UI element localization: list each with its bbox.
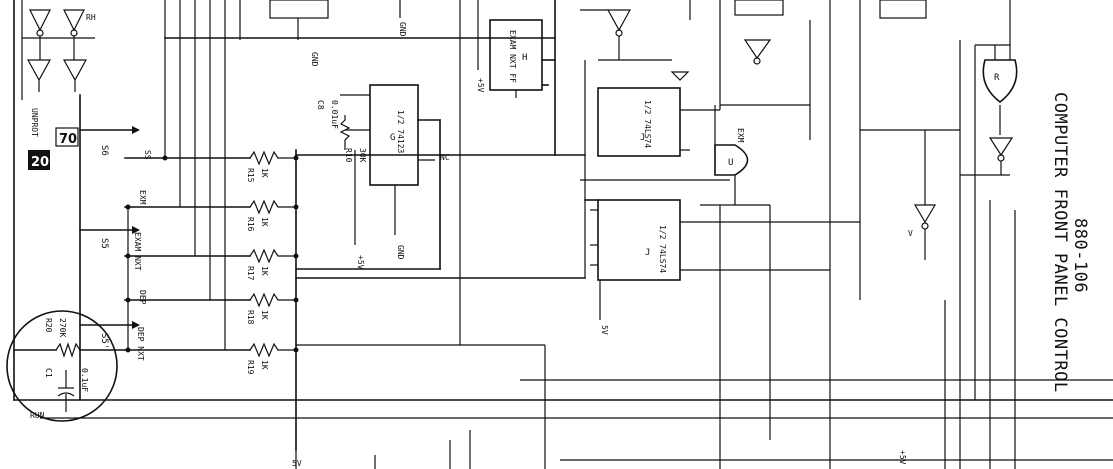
plus5v-right: +5V: [898, 450, 907, 465]
ff-upper: J 1/2 74LS74: [584, 0, 721, 278]
gnd-top2: GND: [398, 22, 407, 37]
one-shot-g: G 1/2 74123 +5V GND NC 0.01uF C8 30K R10: [316, 84, 450, 270]
part-number: 880-106: [1070, 218, 1090, 293]
exam-nxt-ff: EXAM NXT FF H +5V: [476, 0, 556, 156]
r20-c1-network: 270K R20 0.1uF C1 RUN: [6, 310, 129, 422]
g-label: G: [390, 133, 395, 143]
five-v-ff: 5V: [600, 325, 609, 335]
r20-ref: R20: [44, 318, 53, 333]
plus5v-g: +5V: [356, 255, 365, 270]
r17-ref: R17: [246, 266, 255, 281]
gnd-g: GND: [396, 245, 405, 260]
r16-value: 1K: [260, 217, 269, 227]
exam-nxt-label: EXAM NXT: [133, 232, 142, 271]
c8-value: 0.01uF: [330, 100, 339, 129]
ss-label: SS: [143, 150, 152, 160]
five-v-bottom: 5V: [292, 459, 302, 468]
nc-label: NC: [440, 153, 450, 162]
top-left-gates: RH UNPROT: [21, 0, 96, 137]
dep-label: DEP: [138, 290, 147, 305]
r17-value: 1K: [260, 266, 269, 276]
r19-ref: R19: [246, 360, 255, 375]
r15-ref: R15: [246, 168, 255, 183]
r20-value: 270K: [58, 318, 67, 337]
s5-prime-label: S5': [99, 333, 109, 349]
gate-r: R: [974, 0, 1018, 400]
badge-70: 70: [55, 127, 79, 147]
c1-ref: C1: [44, 368, 53, 378]
resistor-bank: 1K R15 1K R16 1K R17 1K R18 1K R19: [124, 149, 299, 451]
red-highlight-circle: [6, 310, 118, 422]
unprot-label: UNPROT: [30, 108, 39, 137]
u-label: U: [728, 158, 733, 168]
r15-value: 1K: [260, 168, 269, 178]
r-label: R: [994, 73, 1000, 83]
rh-label: RH: [86, 13, 96, 22]
ff-lower: J 1/2 74LS74 5V: [584, 199, 860, 335]
r18-ref: R18: [246, 310, 255, 325]
ff-upper-part: 1/2 74LS74: [643, 100, 652, 148]
r16-ref: R16: [246, 217, 255, 232]
gnd-top: GND: [310, 52, 319, 67]
s5-label: S5: [99, 238, 109, 249]
c1-value: 0.1uF: [80, 368, 89, 392]
drawing-title: 880-106 COMPUTER FRONT PANEL CONTROL: [1050, 92, 1090, 393]
c8-ref: C8: [316, 100, 325, 110]
v-label: V: [908, 229, 913, 238]
one-shot-label: 1/2 74123: [396, 110, 405, 154]
s6-label: S6: [99, 145, 109, 156]
r19-value: 1K: [260, 360, 269, 370]
r18-value: 1K: [260, 310, 269, 320]
ff-lower-label: J: [645, 248, 650, 258]
exm-label: EXM: [138, 190, 147, 205]
ff-lower-part: 1/2 74LS74: [658, 225, 667, 273]
exam-nxt-ff-label: EXAM NXT FF: [508, 30, 517, 83]
ff-upper-label: J: [640, 133, 645, 143]
svg-text:70: 70: [59, 132, 77, 147]
exm-u: EXM: [736, 128, 745, 143]
plus5v-top: +5V: [476, 78, 485, 93]
badge-20: 20: [28, 150, 50, 170]
h-label: H: [522, 53, 527, 63]
dep-nxt-label: DEP NXT: [136, 327, 145, 361]
title-name: COMPUTER FRONT PANEL CONTROL: [1050, 92, 1070, 393]
nand-u: U EXM: [700, 104, 810, 206]
svg-text:20: 20: [31, 155, 49, 170]
